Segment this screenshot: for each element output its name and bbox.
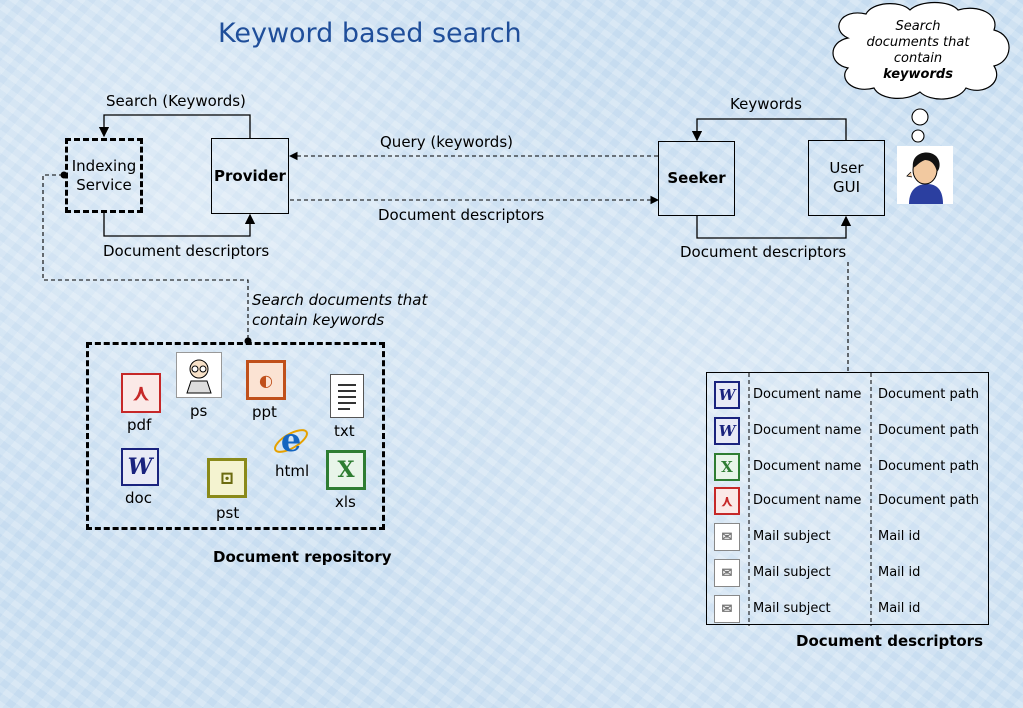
table-row: W Document name Document path xyxy=(707,377,988,413)
descriptor-path: Mail id xyxy=(878,601,921,616)
descriptor-path: Document path xyxy=(878,493,980,508)
ps-icon xyxy=(176,352,222,398)
xls-label: xls xyxy=(335,493,356,511)
table-row: W Document name Document path xyxy=(707,413,988,449)
descriptor-name: Document name xyxy=(753,423,862,438)
doc-icon: W xyxy=(121,448,159,486)
user-avatar-icon xyxy=(897,146,953,204)
doc-descriptors-mid-label: Document descriptors xyxy=(378,206,545,224)
thought-cloud-text: Search documents that contain keywords xyxy=(866,19,970,82)
mail-icon: ✉ xyxy=(714,523,740,551)
keywords-arrow xyxy=(691,118,847,142)
doc-descriptors-right-label: Document descriptors xyxy=(680,243,847,261)
user-gui-node[interactable]: User GUI xyxy=(808,140,885,216)
descriptor-name: Document name xyxy=(753,459,862,474)
table-row: X Document name Document path xyxy=(707,449,988,485)
excel-icon: X xyxy=(714,453,740,481)
indexing-service-node xyxy=(65,138,143,213)
seeker-node: Seeker xyxy=(658,141,735,216)
doc-descriptors-arrow-left xyxy=(103,213,256,237)
provider-node: Provider xyxy=(211,138,289,214)
search-docs-label: Search documents that contain keywords xyxy=(252,291,428,329)
html-label: html xyxy=(275,462,310,480)
thought-cloud xyxy=(832,1,1010,100)
ppt-label: ppt xyxy=(252,403,277,421)
doc-descriptors-left-label: Document descriptors xyxy=(103,242,270,260)
page-title: Keyword based search xyxy=(218,18,522,49)
pst-label: pst xyxy=(216,504,240,522)
descriptor-name: Mail subject xyxy=(753,601,831,616)
word-icon: W xyxy=(714,381,740,409)
descriptor-name: Mail subject xyxy=(753,565,831,580)
descriptor-path: Document path xyxy=(878,459,980,474)
descriptor-name: Document name xyxy=(753,387,862,402)
indexing-service-label: Indexing Service xyxy=(71,156,137,194)
search-keywords-label: Search (Keywords) xyxy=(106,92,246,110)
pdf-label: pdf xyxy=(127,416,152,434)
descriptor-name: Document name xyxy=(753,493,862,508)
word-icon: W xyxy=(714,417,740,445)
mail-icon: ✉ xyxy=(714,559,740,587)
mail-icon: ✉ xyxy=(714,595,740,623)
doc-label: doc xyxy=(125,489,152,507)
descriptors-caption: Document descriptors xyxy=(796,632,984,650)
pst-icon: ⊡ xyxy=(207,458,247,498)
keywords-label: Keywords xyxy=(730,95,802,113)
document-repository xyxy=(86,342,385,530)
ppt-icon: ◐ xyxy=(246,360,286,400)
pdf-icon: ⋏ xyxy=(121,373,161,413)
descriptor-name: Mail subject xyxy=(753,529,831,544)
doc-descriptors-arrow-right xyxy=(696,215,852,239)
query-keywords-label: Query (keywords) xyxy=(380,133,514,151)
pdf-icon: ⋏ xyxy=(714,487,740,515)
table-row: ✉ Mail subject Mail id xyxy=(707,519,988,555)
html-icon: e xyxy=(270,420,312,462)
svg-text:e: e xyxy=(281,421,301,459)
ps-label: ps xyxy=(190,402,208,420)
table-row: ✉ Mail subject Mail id xyxy=(707,591,988,627)
txt-label: txt xyxy=(334,422,355,440)
table-row: ✉ Mail subject Mail id xyxy=(707,555,988,591)
descriptor-path: Mail id xyxy=(878,565,921,580)
descriptor-path: Mail id xyxy=(878,529,921,544)
search-keywords-arrow xyxy=(98,114,251,138)
xls-icon: X xyxy=(326,450,366,490)
repository-caption: Document repository xyxy=(213,548,392,566)
txt-icon xyxy=(330,374,364,418)
index-repo-link xyxy=(42,174,249,342)
descriptor-path: Document path xyxy=(878,423,980,438)
descriptor-path: Document path xyxy=(878,387,980,402)
table-row: ⋏ Document name Document path xyxy=(707,483,988,519)
